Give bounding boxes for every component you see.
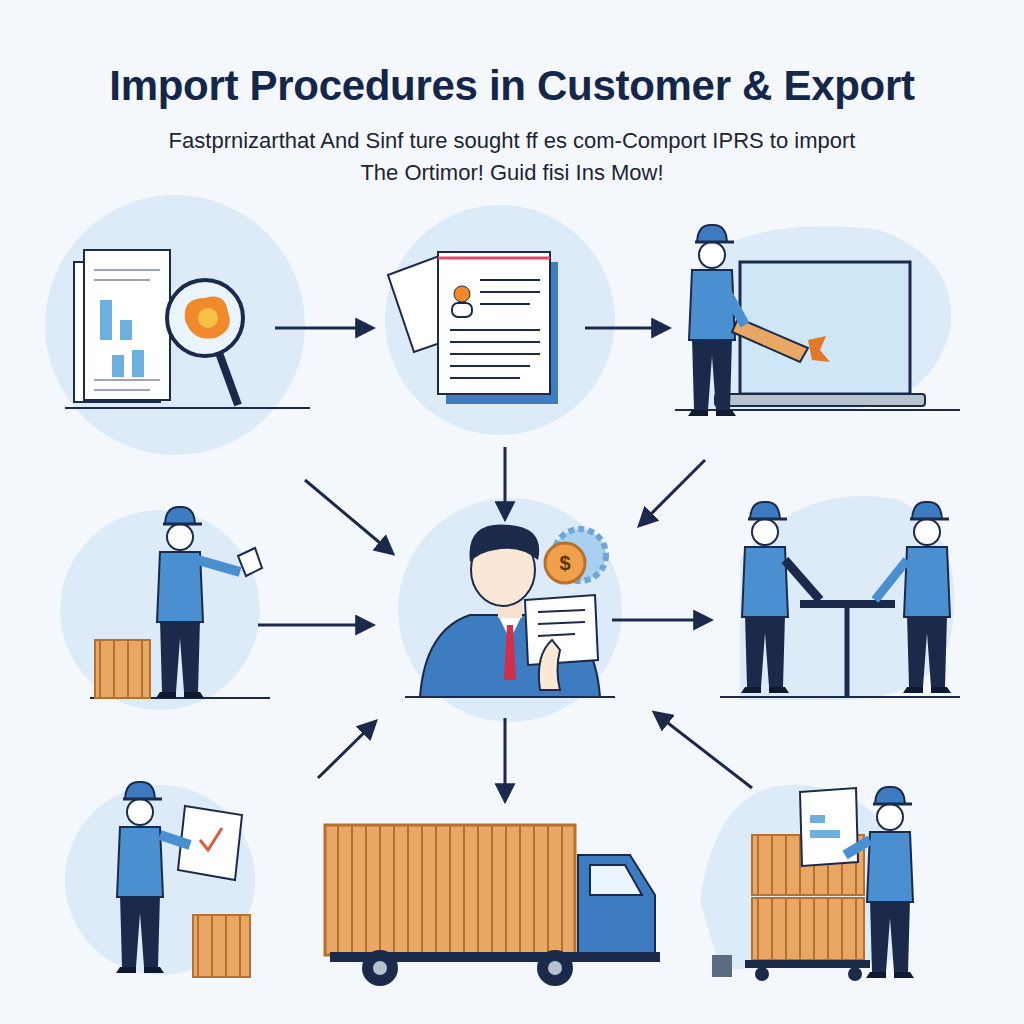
- coin-symbol: $: [559, 552, 570, 575]
- subtitle-line: Fastprnizarthat And Sinf ture sought ff …: [169, 128, 856, 154]
- diagram-title: Import Procedures in Customer & Export: [109, 62, 914, 110]
- subtitle-line: The Ortimor! Guid fisi Ins Mow!: [360, 160, 663, 186]
